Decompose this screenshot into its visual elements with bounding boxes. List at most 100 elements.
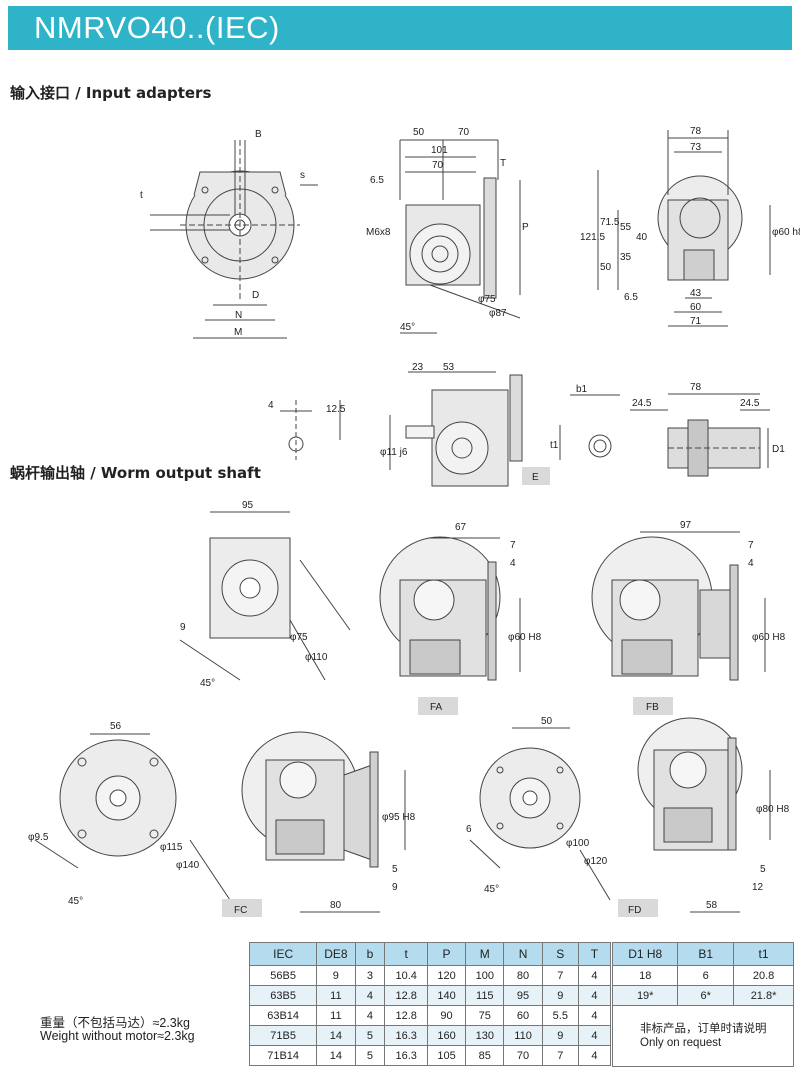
table-cell: 130	[465, 1025, 505, 1046]
table-row: 63B14 11 4 12.8 90 75 60 5.5 4	[248, 1005, 612, 1026]
table-cell: 4	[577, 1025, 612, 1046]
gearbox-side-view	[399, 139, 521, 334]
table-cell: 7	[541, 965, 579, 986]
dim-fb-7: 7	[748, 540, 754, 551]
col-header: P	[426, 942, 467, 966]
table-cell: 21.8*	[733, 985, 794, 1006]
dim-side-70b: 70	[432, 160, 444, 171]
dim-fc-phi115: φ115	[160, 842, 183, 853]
dim-side-6-5: 6.5	[370, 175, 384, 186]
table-cell: 56B5	[248, 965, 318, 986]
dim-end-71-5: 71.5	[600, 217, 620, 228]
col-header: T	[577, 942, 612, 966]
input-key-detail	[280, 400, 341, 460]
dim-side-50: 50	[413, 127, 425, 138]
dim-fc-9: 9	[392, 882, 398, 893]
view-label-fa: FA	[430, 702, 443, 713]
dim-fa-phi110: φ110	[305, 652, 328, 663]
table-cell: 4	[577, 985, 612, 1006]
dim-fd-phi80: φ80 H8	[756, 804, 790, 815]
table-cell: 20.8	[733, 965, 794, 986]
table-cell: 71B5	[248, 1025, 318, 1046]
dim-fa-9: 9	[180, 622, 186, 633]
dim-fd-45: 45°	[484, 884, 499, 895]
table-cell: 100	[465, 965, 505, 986]
table-cell: 12.8	[384, 1005, 428, 1026]
dim-fa-phi75: φ75	[290, 632, 308, 643]
table-cell: 14	[316, 1045, 356, 1066]
dim-t: t	[140, 190, 143, 201]
view-label-fd: FD	[628, 905, 641, 916]
view-label-e: E	[532, 472, 539, 483]
dim-b: B	[255, 129, 262, 140]
table-cell: 19*	[611, 985, 679, 1006]
dim-bore-b1: b1	[576, 384, 588, 395]
table-cell: 4	[354, 985, 386, 1006]
fc-side-view	[241, 731, 406, 913]
dim-fa-67: 67	[455, 522, 467, 533]
dim-fc-phi140: φ140	[176, 860, 200, 871]
dim-side-phi75: φ75	[478, 294, 496, 305]
dim-fc-56: 56	[110, 721, 122, 732]
table-cell: 14	[316, 1025, 356, 1046]
col-header: N	[503, 942, 543, 966]
dim-fa-7: 7	[510, 540, 516, 551]
table-cell: 105	[426, 1045, 467, 1066]
dim-n: N	[235, 310, 242, 321]
table-cell: 7	[541, 1045, 579, 1066]
dim-fd-5: 5	[760, 864, 766, 875]
table-cell: 5	[354, 1045, 386, 1066]
page-title: NMRVO40..(IEC)	[34, 10, 280, 45]
title-banner: NMRVO40..(IEC)	[8, 6, 792, 50]
table-cell: 63B14	[248, 1005, 318, 1026]
dim-fd-6: 6	[466, 824, 472, 835]
dim-side-101: 101	[431, 145, 448, 156]
table-cell: 120	[426, 965, 467, 986]
dim-m: M	[234, 327, 242, 338]
dim-end-6-5: 6.5	[624, 292, 638, 303]
dim-fd-50: 50	[541, 716, 553, 727]
dim-end-78: 78	[690, 126, 702, 137]
dim-fa-45: 45°	[200, 678, 215, 689]
hollow-shaft-section	[630, 393, 770, 477]
table-cell: 3	[354, 965, 386, 986]
col-header: M	[465, 942, 505, 966]
fa-flange-front-view	[179, 511, 351, 681]
table-cell: 11	[316, 985, 356, 1006]
table-row: 71B14 14 5 16.3 105 85 70 7 4	[248, 1045, 612, 1066]
dim-side-phi87: φ87	[489, 308, 507, 319]
dim-s: s	[300, 170, 305, 181]
weight-en: Weight without motor≈2.3kg	[40, 1029, 195, 1043]
dim-d: D	[252, 290, 259, 301]
gearbox-end-view	[597, 130, 771, 327]
dim-side-45: 45°	[400, 322, 415, 333]
col-header: IEC	[248, 942, 318, 966]
dim-fa-95: 95	[242, 500, 254, 511]
dim-end-55: 55	[620, 222, 632, 233]
table-cell: 80	[503, 965, 543, 986]
table-cell: 5	[354, 1025, 386, 1046]
table-cell: 85	[465, 1045, 505, 1066]
table-cell: 9	[316, 965, 356, 986]
dim-end-phi60: φ60 h8	[772, 227, 800, 238]
dim-hollow-24-5b: 24.5	[740, 398, 760, 409]
dim-side-p: P	[522, 222, 529, 233]
table-cell: 12.8	[384, 985, 428, 1006]
dim-side-m6x8: M6x8	[366, 227, 391, 238]
input-flange-view	[150, 140, 318, 339]
dim-fc-phi9: φ9.5	[28, 832, 49, 843]
col-header: t1	[733, 942, 794, 966]
dim-end-35: 35	[620, 252, 632, 263]
request-note-en: Only on request	[640, 1037, 722, 1049]
table-cell: 110	[503, 1025, 543, 1046]
dim-end-50: 50	[600, 262, 612, 273]
dim-shaft-23: 23	[412, 362, 424, 373]
dim-key-12-5: 12.5	[326, 404, 346, 415]
weight-cn: 重量（不包括马达）≈2.3kg	[40, 1016, 190, 1030]
fd-flange-front-view	[469, 727, 611, 901]
dim-end-43: 43	[690, 288, 702, 299]
dim-hollow-d1: D1	[772, 444, 785, 455]
dim-fd-12: 12	[752, 882, 764, 893]
dim-hollow-78: 78	[690, 382, 702, 393]
